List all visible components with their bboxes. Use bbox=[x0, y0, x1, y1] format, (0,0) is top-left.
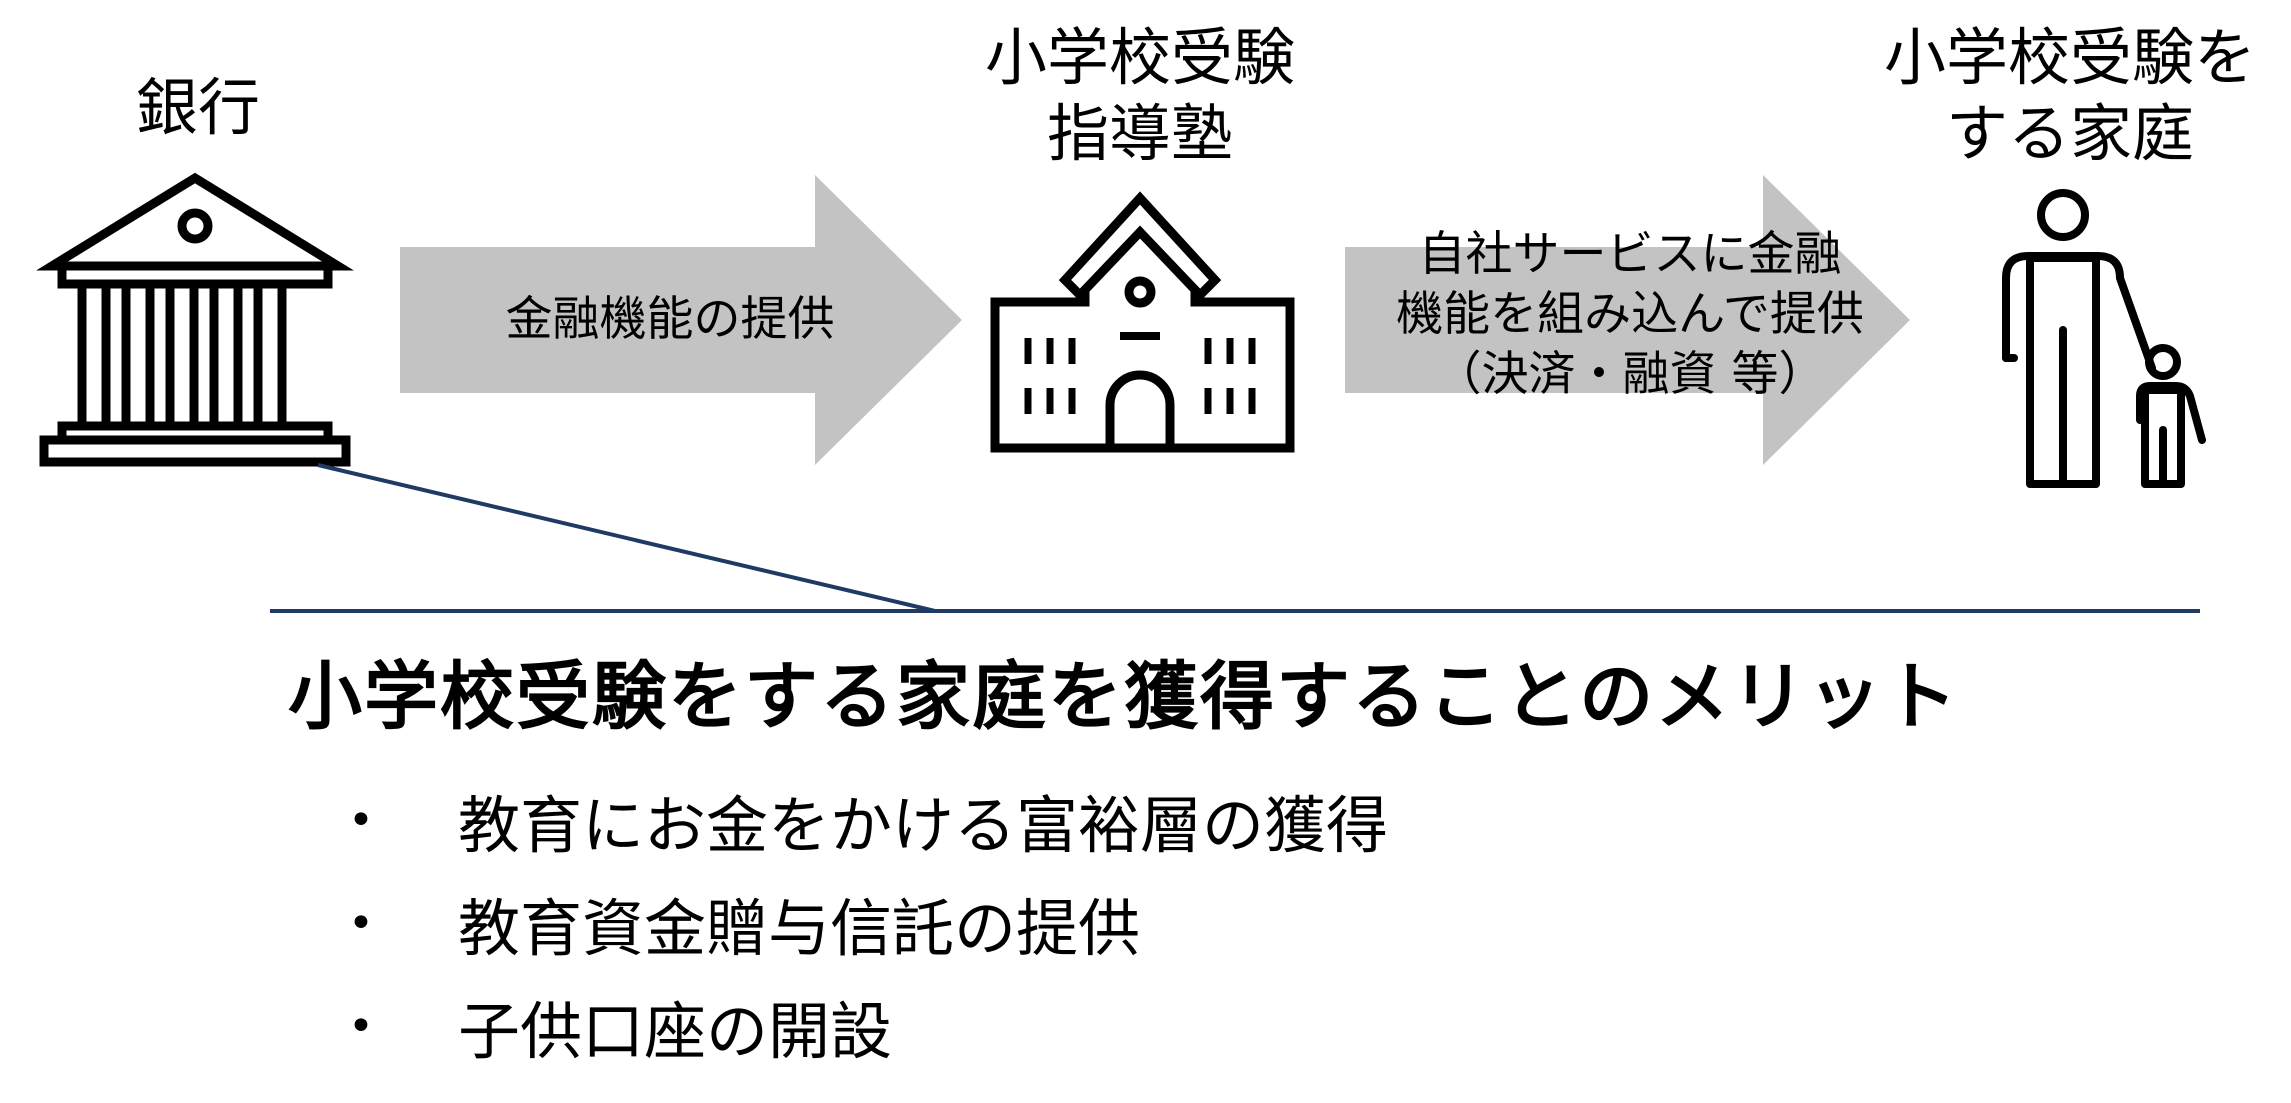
arrow-bank-to-juku bbox=[400, 175, 962, 465]
merit-text: 教育資金贈与信託の提供 bbox=[458, 892, 1141, 965]
juku-label-line1: 小学校受験 bbox=[984, 21, 1295, 94]
bank-icon bbox=[36, 172, 354, 467]
merits-heading: 小学校受験をする家庭を獲得することのメリット bbox=[288, 654, 1960, 740]
family-label-line1: 小学校受験を bbox=[1883, 21, 2256, 94]
merit-item: • 教育にお金をかける富裕層の獲得 bbox=[348, 770, 1388, 870]
arrow2-text-line3: （決済・融資 等） bbox=[1434, 347, 1826, 402]
merit-item: • 教育資金贈与信託の提供 bbox=[348, 873, 1140, 973]
arrow2-text-line1: 自社サービスに金融 bbox=[1418, 227, 1842, 282]
school-icon bbox=[990, 191, 1295, 453]
merit-text: 子供口座の開設 bbox=[458, 995, 893, 1068]
bullet-marker: • bbox=[348, 897, 374, 949]
family-label-line2: する家庭 bbox=[1945, 97, 2194, 170]
merit-text: 教育にお金をかける富裕層の獲得 bbox=[458, 789, 1389, 862]
juku-label-line2: 指導塾 bbox=[1046, 97, 1233, 170]
bullet-marker: • bbox=[348, 794, 374, 846]
bullet-marker: • bbox=[348, 1000, 374, 1052]
bank-label: 銀行 bbox=[135, 71, 260, 144]
arrow-juku-to-family bbox=[1345, 175, 1910, 465]
merit-item: • 子供口座の開設 bbox=[348, 976, 892, 1076]
arrow1-text: 金融機能の提供 bbox=[505, 292, 835, 347]
parent-child-icon bbox=[2002, 189, 2206, 488]
arrow2-text-line2: 機能を組み込んで提供 bbox=[1396, 287, 1864, 342]
connector-diagonal bbox=[317, 463, 936, 613]
